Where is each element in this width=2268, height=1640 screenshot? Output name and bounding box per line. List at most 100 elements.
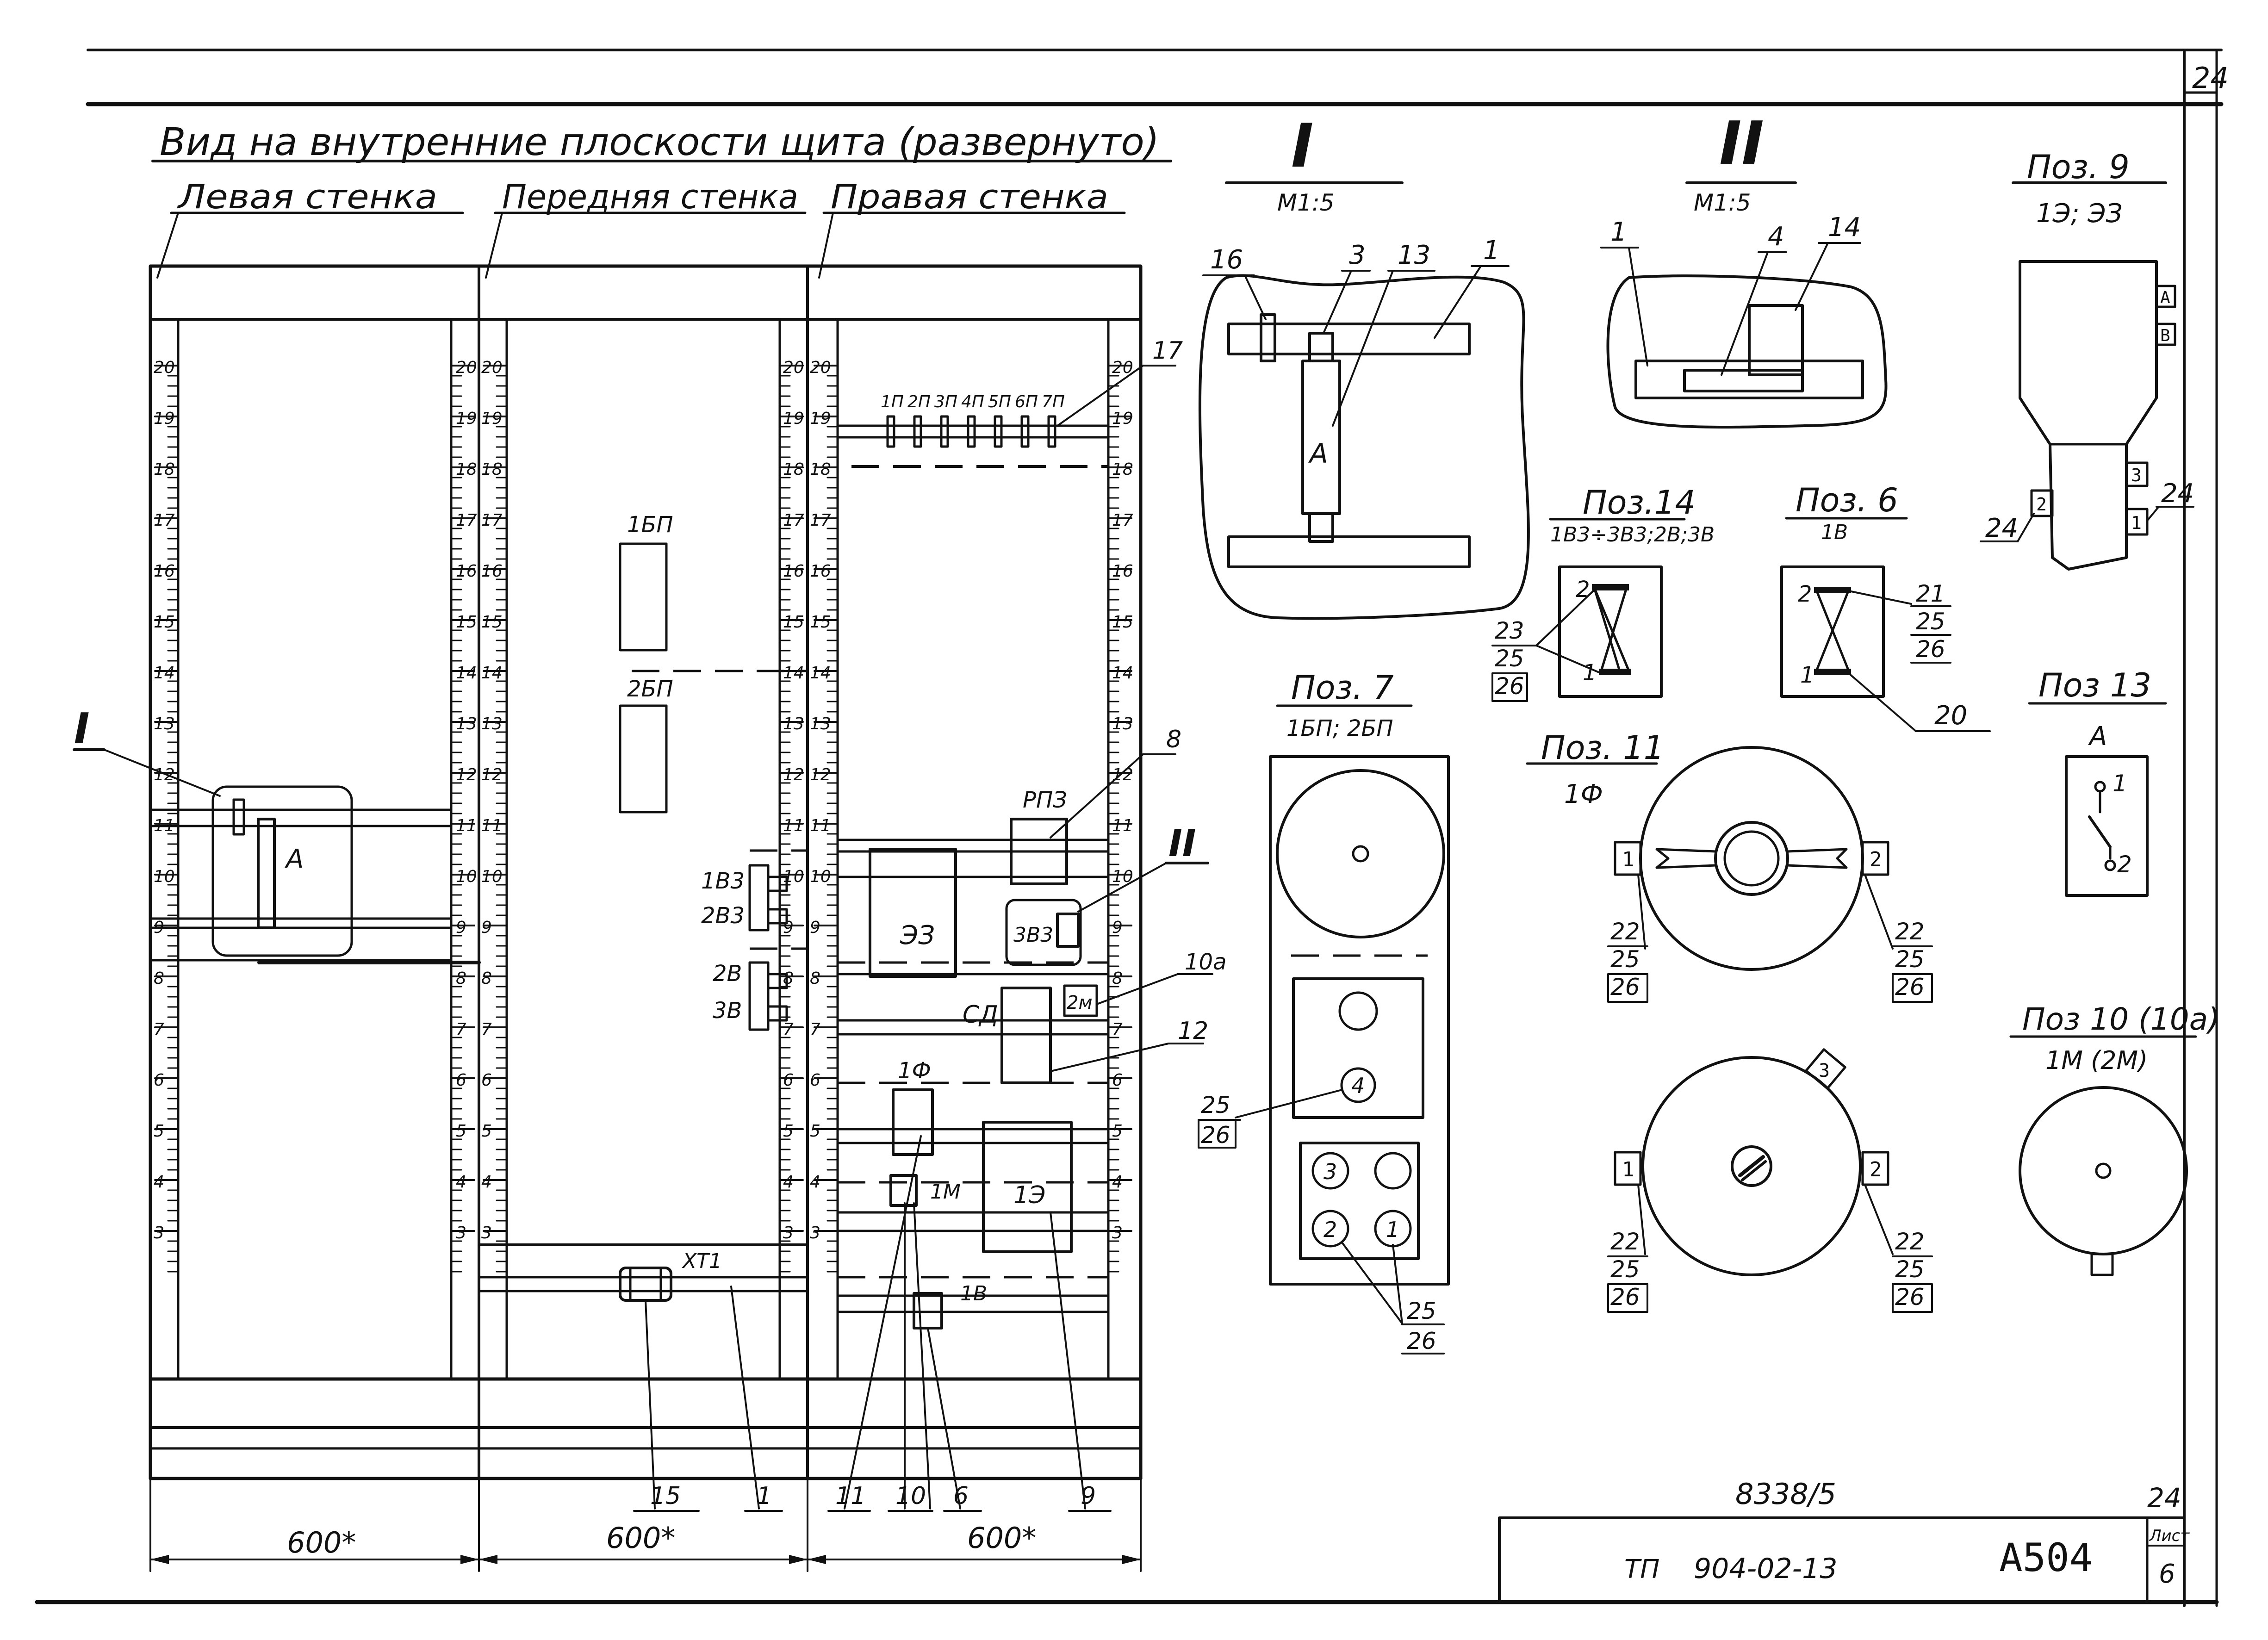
dim-right: 600* — [967, 1521, 1036, 1555]
ruler-number: 19 — [456, 409, 477, 428]
right-1v-label: 1В — [960, 1282, 987, 1305]
pos7-term-3: 3 — [1324, 1159, 1337, 1184]
ruler-number: 15 — [154, 613, 175, 632]
dim-front: 600* — [606, 1521, 675, 1555]
callout-11: 11 — [835, 1482, 866, 1510]
ruler-number: 14 — [456, 664, 477, 683]
pos14-stack-26: 26 — [1495, 673, 1524, 700]
ruler-number: 8 — [456, 969, 466, 988]
ruler-number: 5 — [810, 1122, 820, 1141]
device-1e — [982, 1121, 1073, 1253]
fuse — [967, 415, 976, 448]
left-wall-label: Левая стенка — [177, 177, 437, 216]
ruler-number: 10 — [154, 867, 175, 886]
pos9-term-1: 1 — [2131, 513, 2142, 533]
ruler-number: 15 — [810, 613, 831, 632]
callout-12: 12 — [1178, 1017, 1208, 1045]
ruler-number: 18 — [481, 460, 503, 479]
ruler-number: 19 — [783, 409, 804, 428]
detail-i-title: I — [1291, 111, 1313, 181]
ruler-number: 16 — [456, 562, 477, 581]
ruler-number: 7 — [1112, 1020, 1123, 1039]
ruler-number: 13 — [810, 714, 831, 733]
ruler-number: 3 — [481, 1224, 492, 1242]
callout-17: 17 — [1152, 337, 1183, 365]
ruler-number: 9 — [481, 918, 492, 937]
ruler-number: 9 — [456, 918, 466, 937]
section-mark-i: I — [74, 704, 90, 753]
pos6-callout-20: 20 — [1934, 701, 1967, 731]
callout-9: 9 — [1081, 1482, 1096, 1510]
ruler-number: 3 — [783, 1224, 794, 1242]
ruler-number: 19 — [154, 409, 175, 428]
ruler-number: 13 — [783, 714, 804, 733]
fuse — [940, 415, 949, 448]
pos6-pin-1: 1 — [1800, 662, 1814, 688]
ruler-number: 17 — [154, 511, 175, 530]
panel-frame — [149, 264, 1143, 1480]
detail-ii-label-4: 4 — [1768, 222, 1784, 252]
pos11-lower-left-term: 1 — [1622, 1158, 1634, 1181]
ruler-number: 5 — [783, 1122, 794, 1141]
pos13-pin-2: 2 — [2117, 851, 2132, 878]
ruler-number: 18 — [783, 460, 804, 479]
dim-left: 600* — [287, 1526, 356, 1559]
ruler-number: 14 — [783, 664, 804, 683]
detail-i-label-3: 3 — [1349, 240, 1366, 270]
ruler-number: 3 — [810, 1224, 820, 1242]
ruler-number: 3 — [456, 1224, 466, 1242]
ruler-number: 15 — [1112, 613, 1133, 632]
drawing-title: Вид на внутренние плоскости щита (развер… — [160, 120, 1159, 164]
pos7-term-2: 2 — [1324, 1217, 1337, 1242]
pos9-sub: 1Э; ЭЗ — [2036, 199, 2122, 229]
ruler-number: 4 — [1112, 1173, 1123, 1192]
ruler-number: 13 — [481, 714, 503, 733]
corner-number: 24 — [2192, 61, 2229, 95]
front-1v3-label: 1В3 — [701, 868, 745, 894]
front-3v-label: 3В — [713, 998, 742, 1024]
ruler-number: 11 — [783, 816, 804, 835]
pos14-stack-23: 23 — [1495, 617, 1524, 644]
pos11-lower-stack-left-25: 25 — [1610, 1256, 1640, 1283]
ruler-number: 9 — [810, 918, 820, 937]
pos11-lower-stack-right-26: 26 — [1895, 1284, 1925, 1311]
ruler-number: 18 — [154, 460, 175, 479]
detail-i: I М1:5 А 16 3 13 1 — [1198, 111, 1530, 620]
pos11-lower-stack-right-22: 22 — [1895, 1228, 1925, 1255]
pos13-title: Поз 13 — [2038, 666, 2151, 704]
pos6-title: Поз. 6 — [1796, 481, 1898, 519]
right-1e-label: 1Э — [1013, 1181, 1045, 1209]
pos-14: Поз.14 1В3÷3В3;2В;3В 2 1 23 25 26 — [1491, 484, 1715, 702]
ruler-number: 5 — [1112, 1122, 1123, 1141]
pos-10: Поз 10 (10а) 1М (2М) — [2009, 1001, 2220, 1276]
ruler-number: 12 — [154, 765, 175, 784]
fuse — [913, 415, 922, 448]
ruler-number: 7 — [783, 1020, 794, 1039]
ruler-number: 10 — [456, 867, 477, 886]
ruler-number: 5 — [456, 1122, 466, 1141]
ruler-number: 8 — [1112, 969, 1123, 988]
ruler-number: 20 — [810, 358, 831, 377]
front-bp1-label: 1БП — [627, 512, 673, 538]
ruler-number: 20 — [456, 358, 477, 377]
pos6-stack-26: 26 — [1916, 636, 1945, 663]
stamp-code: 904-02-13 — [1694, 1553, 1838, 1585]
pos11-sub: 1Ф — [1564, 779, 1603, 809]
fuse — [994, 415, 1003, 448]
pos11-lower-stack-left-26: 26 — [1610, 1284, 1640, 1311]
pos9-callout-right: 24 — [2161, 478, 2194, 509]
title-block: 24 ТП 904-02-13 А504 Лист 6 — [1498, 1482, 2190, 1603]
ruler-number: 9 — [1112, 918, 1123, 937]
device-rpz — [1010, 818, 1068, 885]
pos14-title: Поз.14 — [1583, 484, 1696, 522]
right-1m-label: 1М — [930, 1180, 961, 1204]
pos7-term-1: 1 — [1386, 1217, 1399, 1242]
stamp-format: А504 — [1999, 1535, 2093, 1580]
pos14-stack-25: 25 — [1495, 645, 1524, 672]
pos10-sub: 1М (2М) — [2045, 1046, 2148, 1075]
ruler-number: 10 — [810, 867, 831, 886]
ruler-number: 7 — [810, 1020, 820, 1039]
fuse — [1020, 415, 1030, 448]
ruler-number: 15 — [456, 613, 477, 632]
